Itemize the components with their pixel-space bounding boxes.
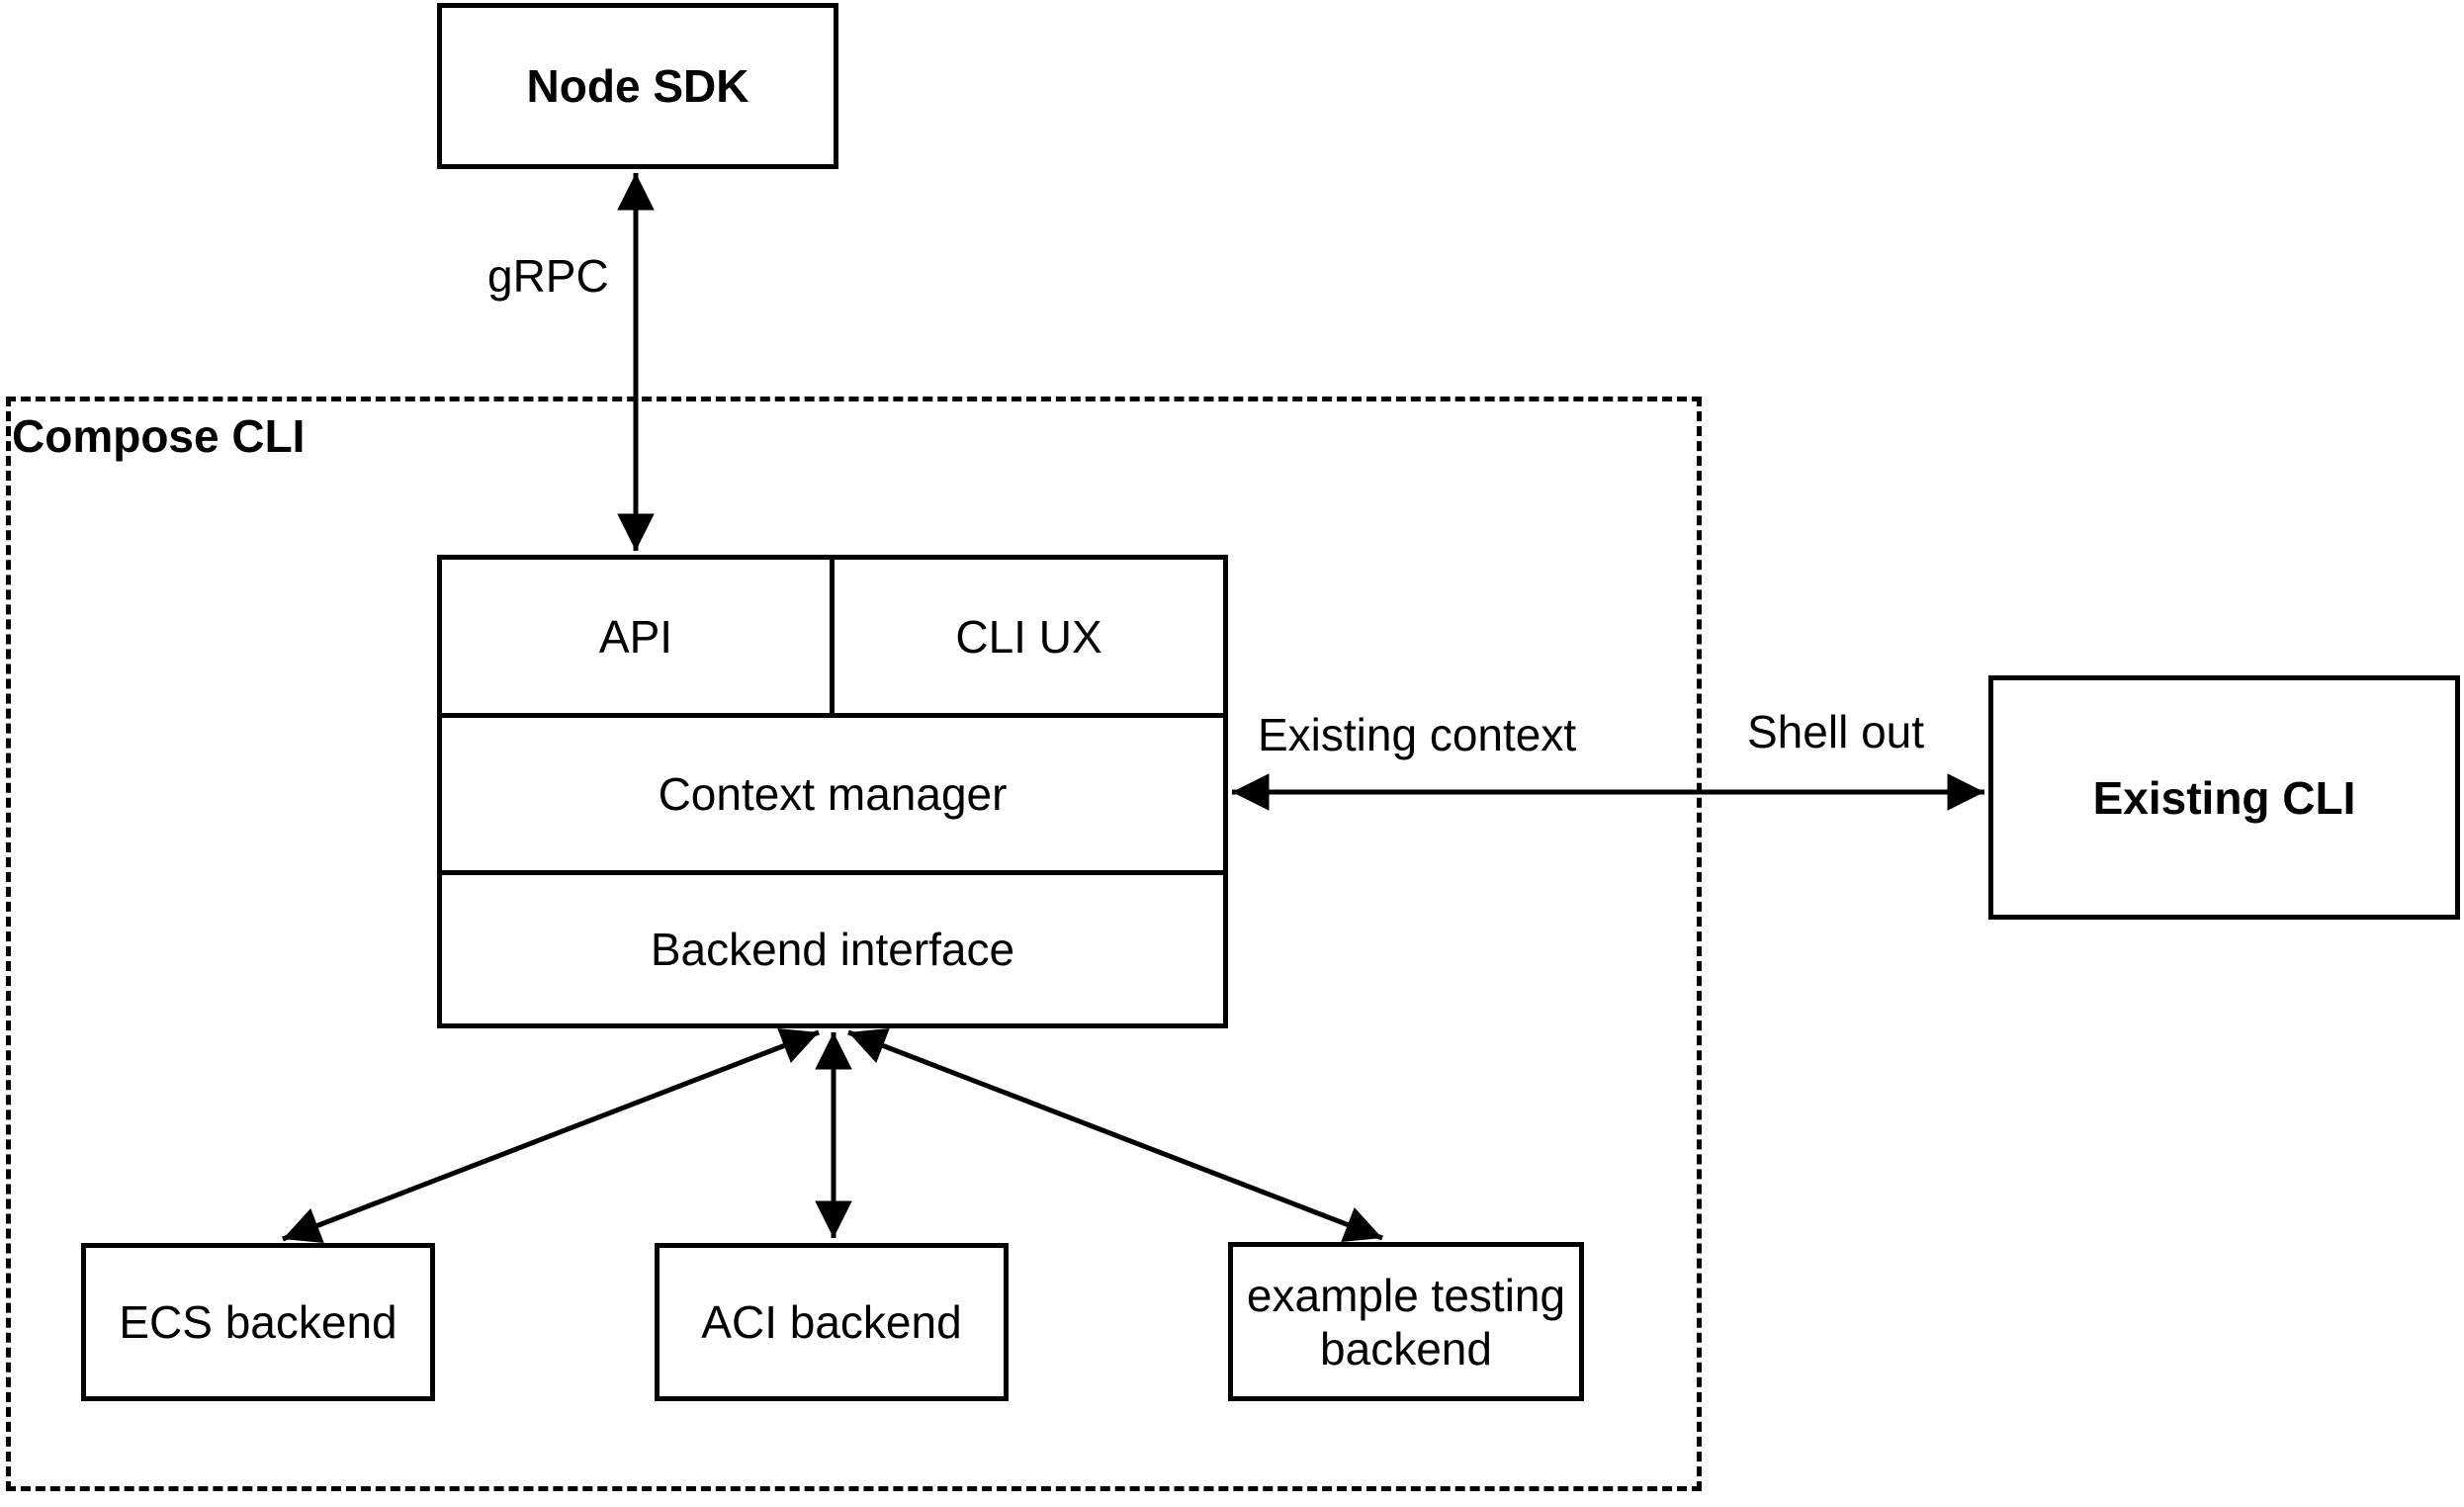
- api-cliux-row: API CLI UX: [442, 560, 1223, 713]
- ecs-backend-label: ECS backend: [119, 1296, 397, 1348]
- existing-cli-label: Existing CLI: [2092, 771, 2356, 824]
- api-label: API: [598, 610, 673, 663]
- backend-interface-label: Backend interface: [650, 924, 1015, 975]
- example-testing-backend-box: example testing backend: [1228, 1242, 1584, 1401]
- backend-interface-cell: Backend interface: [442, 870, 1223, 1023]
- cli-ux-label: CLI UX: [955, 610, 1102, 663]
- aci-backend-label: ACI backend: [701, 1296, 962, 1348]
- ecs-backend-box: ECS backend: [81, 1243, 435, 1401]
- cli-ux-cell: CLI UX: [835, 560, 1223, 713]
- context-manager-label: Context manager: [658, 768, 1008, 820]
- grpc-edge-label: gRPC: [487, 249, 609, 303]
- context-manager-cell: Context manager: [442, 713, 1223, 870]
- aci-backend-box: ACI backend: [655, 1243, 1009, 1401]
- node-sdk-box: Node SDK: [437, 3, 838, 169]
- existing-cli-box: Existing CLI: [1988, 675, 2460, 920]
- api-cell: API: [442, 560, 835, 713]
- compose-cli-core-box: API CLI UX Context manager Backend inter…: [437, 555, 1228, 1028]
- node-sdk-label: Node SDK: [526, 60, 749, 112]
- compose-cli-group-border: [6, 397, 1702, 1491]
- shell-out-edge-label: Shell out: [1747, 705, 1925, 758]
- example-testing-backend-label: example testing backend: [1246, 1269, 1566, 1374]
- existing-context-edge-label: Existing context: [1258, 708, 1577, 761]
- compose-cli-group-label: Compose CLI: [12, 410, 306, 462]
